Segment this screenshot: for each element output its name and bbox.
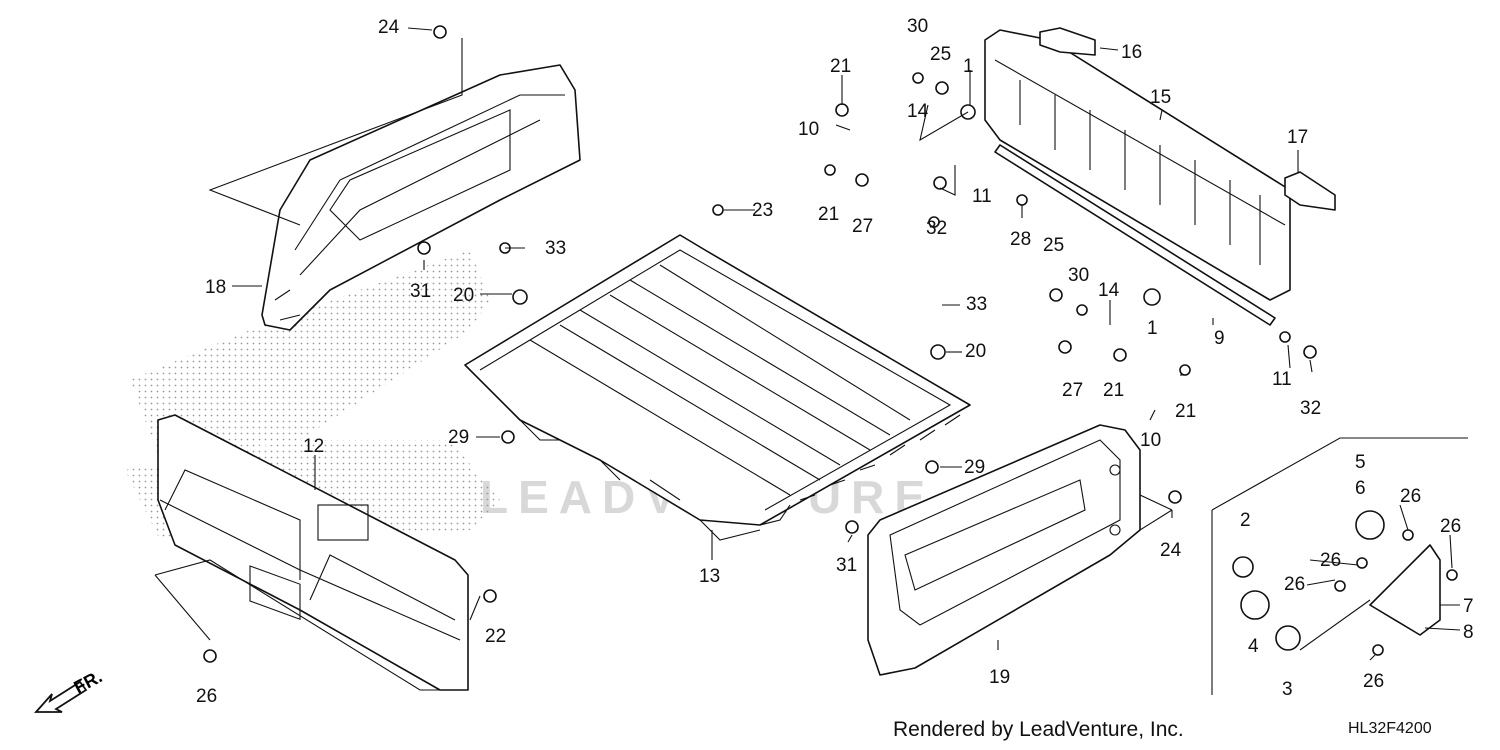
inset-box [1211,437,1468,695]
callout-21: 21 [830,56,851,77]
callout-8: 8 [1463,622,1474,643]
callout-24: 24 [1160,540,1182,561]
callout-30: 30 [1068,265,1089,286]
callout-28: 28 [1010,229,1031,250]
callout-32: 32 [1300,398,1321,419]
credit-text: Rendered by LeadVenture, Inc. [893,718,1184,741]
callout-25: 25 [1043,235,1064,256]
callout-21: 21 [1103,380,1124,401]
callout-26: 26 [196,686,217,707]
callout-20: 20 [965,341,986,362]
callout-17: 17 [1287,127,1308,148]
callout-10: 10 [798,119,819,140]
callout-26: 26 [1440,516,1461,537]
shadow-region [130,250,490,460]
callout-10: 10 [1140,430,1161,451]
callout-4: 4 [1248,636,1259,657]
left-side-rail-part [261,64,581,331]
leader-lines [154,27,1461,691]
callout-25: 25 [930,44,951,65]
tailgate-part [984,29,1291,301]
callout-2: 2 [1240,510,1251,531]
callout-14: 14 [1098,280,1120,301]
callout-21: 21 [818,204,839,225]
callout-27: 27 [1062,380,1083,401]
hinge-part [1284,171,1336,211]
callout-21: 21 [1175,401,1196,422]
callout-31: 31 [836,555,857,576]
callout-30: 30 [907,16,928,37]
callout-12: 12 [303,436,324,457]
cargo-bed-part [464,234,971,541]
callout-20: 20 [453,285,474,306]
callout-33: 33 [966,294,987,315]
callout-13: 13 [699,566,720,587]
hinge-part [1039,27,1096,56]
right-side-rail-part [867,424,1141,676]
drawing-code: HL32F4200 [1348,720,1432,737]
callout-3: 3 [1282,679,1293,700]
callout-19: 19 [989,667,1010,688]
callout-15: 15 [1150,87,1171,108]
callout-26: 26 [1284,574,1305,595]
callout-24: 24 [378,17,400,38]
callout-26: 26 [1363,671,1384,692]
callout-11: 11 [972,186,992,207]
callout-23: 23 [752,200,773,221]
callout-14: 14 [907,101,929,122]
callout-27: 27 [852,216,873,237]
callout-22: 22 [485,626,506,647]
callout-31: 31 [410,281,431,302]
rod-part [994,144,1276,326]
callout-26: 26 [1400,486,1421,507]
callout-6: 6 [1355,478,1366,499]
callout-7: 7 [1463,596,1474,617]
callout-1: 1 [963,56,974,77]
callout-5: 5 [1355,452,1366,473]
callout-9: 9 [1214,328,1225,349]
callout-labels: 24 18 31 33 20 23 29 12 13 22 26 33 20 2… [196,16,1474,707]
callout-1: 1 [1147,318,1158,339]
callout-11: 11 [1272,369,1292,390]
fastener-parts [203,25,1458,663]
callout-26: 26 [1320,550,1341,571]
callout-29: 29 [964,457,985,478]
front-direction-arrow: FR. [33,666,105,713]
callout-16: 16 [1121,42,1142,63]
callout-18: 18 [205,277,226,298]
callout-29: 29 [448,427,469,448]
callout-32: 32 [926,218,947,239]
callout-33: 33 [545,238,566,259]
